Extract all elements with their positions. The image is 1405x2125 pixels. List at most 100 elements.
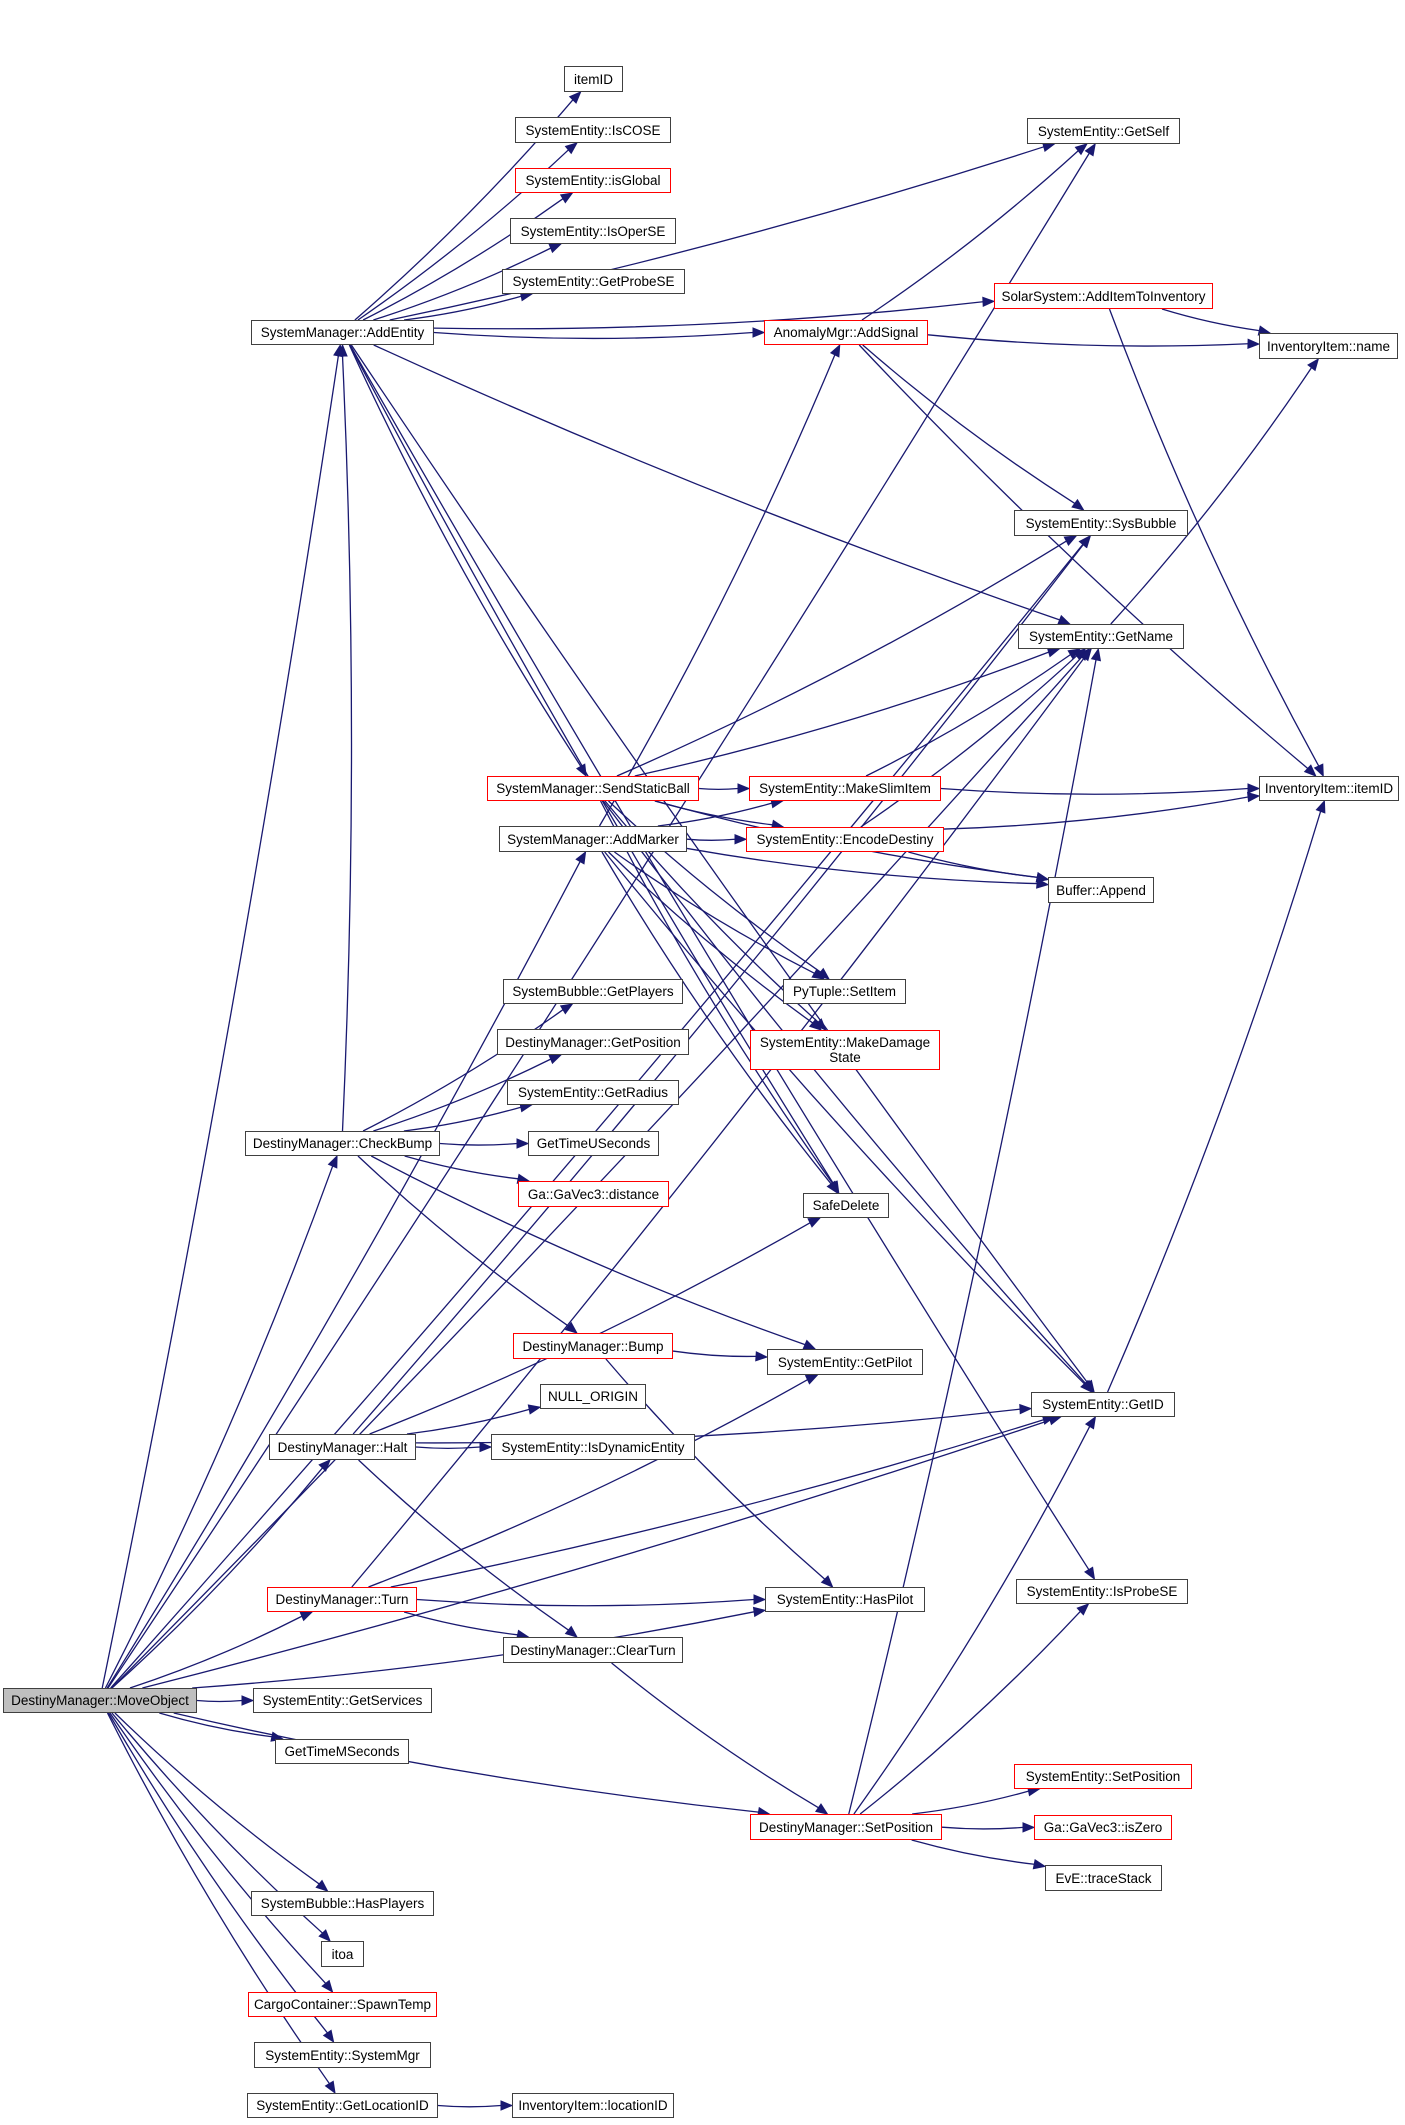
node-getlocationid[interactable]: SystemEntity::GetLocationID bbox=[247, 2093, 438, 2118]
node-bufferappend[interactable]: Buffer::Append bbox=[1048, 877, 1154, 903]
arrowhead-icon bbox=[820, 1575, 834, 1588]
edge-addentity-to-getprobese bbox=[403, 295, 522, 321]
node-encodedestiny[interactable]: SystemEntity::EncodeDestiny bbox=[746, 827, 944, 852]
node-getradius[interactable]: SystemEntity::GetRadius bbox=[507, 1080, 679, 1105]
node-label: SystemEntity::GetServices bbox=[262, 1693, 423, 1708]
node-iscose[interactable]: SystemEntity::IsCOSE bbox=[515, 117, 671, 143]
edge-moveobject-to-gettimemseconds bbox=[159, 1712, 273, 1738]
node-label: InventoryItem::locationID bbox=[518, 2098, 668, 2113]
edge-encodedestiny-to-getname bbox=[860, 655, 1078, 828]
arrowhead-icon bbox=[737, 783, 751, 794]
edge-moveobject-to-addentity bbox=[101, 355, 340, 1689]
node-label: SystemEntity::GetID bbox=[1042, 1397, 1164, 1412]
node-clearturn[interactable]: DestinyManager::ClearTurn bbox=[503, 1637, 683, 1663]
node-gettimemseconds[interactable]: GetTimeMSeconds bbox=[275, 1739, 409, 1764]
node-label: SafeDelete bbox=[812, 1198, 880, 1213]
edge-moveobject-to-getlocationid bbox=[106, 1712, 330, 2084]
arrowhead-icon bbox=[752, 1606, 767, 1618]
edge-addmarker-to-addsignal bbox=[598, 354, 836, 827]
node-hasplayers[interactable]: SystemBubble::HasPlayers bbox=[251, 1891, 434, 1916]
node-isglobal[interactable]: SystemEntity::isGlobal bbox=[515, 168, 671, 193]
arrowhead-icon bbox=[1076, 1603, 1090, 1616]
edge-dm_setposition-to-iszero bbox=[941, 1826, 1024, 1830]
node-addsignal[interactable]: AnomalyMgr::AddSignal bbox=[764, 320, 928, 345]
node-inv-name[interactable]: InventoryItem::name bbox=[1259, 333, 1398, 359]
edge-turn-to-haspilot bbox=[416, 1598, 755, 1607]
node-getpilot[interactable]: SystemEntity::GetPilot bbox=[767, 1349, 923, 1375]
node-label: SystemEntity::IsDynamicEntity bbox=[501, 1439, 685, 1455]
node-getname[interactable]: SystemEntity::GetName bbox=[1018, 624, 1184, 649]
arrowhead-icon bbox=[1080, 1379, 1093, 1393]
edge-turn-to-getid bbox=[390, 1419, 1044, 1588]
arrowhead-icon bbox=[1084, 142, 1096, 157]
node-getid[interactable]: SystemEntity::GetID bbox=[1031, 1392, 1175, 1417]
edge-addmarker-to-safedelete bbox=[601, 851, 832, 1185]
node-addentity[interactable]: SystemManager::AddEntity bbox=[251, 320, 434, 345]
node-inv-locationid[interactable]: InventoryItem::locationID bbox=[512, 2093, 674, 2118]
node-label: SystemEntity::EncodeDestiny bbox=[756, 832, 934, 847]
node-getself[interactable]: SystemEntity::GetSelf bbox=[1027, 118, 1180, 144]
arrowhead-icon bbox=[548, 243, 563, 254]
node-checkbump[interactable]: DestinyManager::CheckBump bbox=[245, 1131, 440, 1156]
edge-addmarker-to-pytuplesetitem bbox=[614, 851, 815, 974]
edge-moveobject-to-spawntemp bbox=[109, 1712, 327, 1984]
node-label: SystemManager::SendStaticBall bbox=[496, 781, 690, 796]
edge-halt-to-sysbubble bbox=[352, 544, 1084, 1435]
edge-addsignal-to-inv_itemid bbox=[858, 344, 1309, 769]
node-addmarker[interactable]: SystemManager::AddMarker bbox=[499, 826, 687, 852]
edge-checkbump-to-getradius bbox=[403, 1106, 522, 1132]
node-turn[interactable]: DestinyManager::Turn bbox=[267, 1587, 417, 1612]
node-spawntemp[interactable]: CargoContainer::SpawnTemp bbox=[248, 1992, 437, 2017]
node-se-setposition[interactable]: SystemEntity::SetPosition bbox=[1014, 1764, 1192, 1789]
node-iszero[interactable]: Ga::GaVec3::isZero bbox=[1034, 1815, 1172, 1840]
node-tracestack[interactable]: EvE::traceStack bbox=[1045, 1865, 1162, 1891]
edge-addentity-to-additemtoinventory bbox=[433, 301, 984, 330]
node-makeslimitem[interactable]: SystemEntity::MakeSlimItem bbox=[749, 776, 941, 801]
node-makedamagestate[interactable]: SystemEntity::MakeDamage State bbox=[750, 1030, 940, 1070]
edge-moveobject-to-hasplayers bbox=[114, 1712, 320, 1885]
node-nullorigin[interactable]: NULL_ORIGIN bbox=[540, 1384, 646, 1409]
node-safedelete[interactable]: SafeDelete bbox=[803, 1193, 889, 1218]
edge-moveobject-to-dm_setposition bbox=[173, 1712, 759, 1813]
node-itoa[interactable]: itoa bbox=[321, 1941, 364, 1967]
node-sendstaticball[interactable]: SystemManager::SendStaticBall bbox=[487, 776, 699, 801]
node-isdynamicentity[interactable]: SystemEntity::IsDynamicEntity bbox=[491, 1434, 695, 1460]
arrowhead-icon bbox=[1247, 783, 1261, 794]
node-getposition[interactable]: DestinyManager::GetPosition bbox=[497, 1029, 689, 1055]
node-label: SystemEntity::GetSelf bbox=[1037, 123, 1170, 139]
node-getservices[interactable]: SystemEntity::GetServices bbox=[253, 1688, 432, 1713]
node-sysbubble[interactable]: SystemEntity::SysBubble bbox=[1014, 510, 1188, 536]
arrowhead-icon bbox=[1079, 647, 1092, 662]
node-haspilot[interactable]: SystemEntity::HasPilot bbox=[765, 1587, 925, 1612]
arrowhead-icon bbox=[315, 1879, 329, 1892]
node-pytuplesetitem[interactable]: PyTuple::SetItem bbox=[783, 979, 906, 1004]
edge-getid-to-inv_itemid bbox=[1106, 811, 1322, 1393]
node-label: SystemManager::AddMarker bbox=[507, 831, 679, 847]
node-gettimeuseconds[interactable]: GetTimeUSeconds bbox=[528, 1131, 659, 1156]
node-halt[interactable]: DestinyManager::Halt bbox=[269, 1434, 416, 1460]
node-label: SystemEntity::GetName bbox=[1028, 629, 1174, 644]
node-distance[interactable]: Ga::GaVec3::distance bbox=[518, 1181, 669, 1207]
arrowhead-icon bbox=[1303, 764, 1317, 777]
node-getplayers[interactable]: SystemBubble::GetPlayers bbox=[503, 979, 683, 1004]
arrowhead-icon bbox=[804, 1374, 819, 1385]
node-additemtoinventory[interactable]: SolarSystem::AddItemToInventory bbox=[994, 283, 1213, 309]
node-isoperse[interactable]: SystemEntity::IsOperSE bbox=[510, 218, 676, 244]
node-itemid-plain[interactable]: itemID bbox=[564, 66, 623, 92]
edge-checkbump-to-getposition bbox=[373, 1058, 552, 1132]
node-isprobese[interactable]: SystemEntity::IsProbeSE bbox=[1016, 1579, 1188, 1604]
edge-sendstaticball-to-getid bbox=[602, 800, 1087, 1384]
node-getprobese[interactable]: SystemEntity::GetProbeSE bbox=[502, 269, 685, 294]
node-systemmgr[interactable]: SystemEntity::SystemMgr bbox=[254, 2042, 431, 2068]
node-inv-itemid[interactable]: InventoryItem::itemID bbox=[1259, 776, 1399, 801]
arrowhead-icon bbox=[1090, 647, 1102, 662]
arrowhead-icon bbox=[807, 1217, 822, 1228]
edge-checkbump-to-gettimeuseconds bbox=[439, 1142, 518, 1146]
node-moveobject: DestinyManager::MoveObject bbox=[3, 1688, 197, 1713]
arrowhead-icon bbox=[500, 2100, 514, 2111]
node-dm-setposition[interactable]: DestinyManager::SetPosition bbox=[750, 1814, 942, 1840]
node-bump[interactable]: DestinyManager::Bump bbox=[513, 1333, 673, 1359]
edge-encodedestiny-to-inv_itemid bbox=[943, 796, 1249, 830]
arrowhead-icon bbox=[1071, 498, 1085, 511]
